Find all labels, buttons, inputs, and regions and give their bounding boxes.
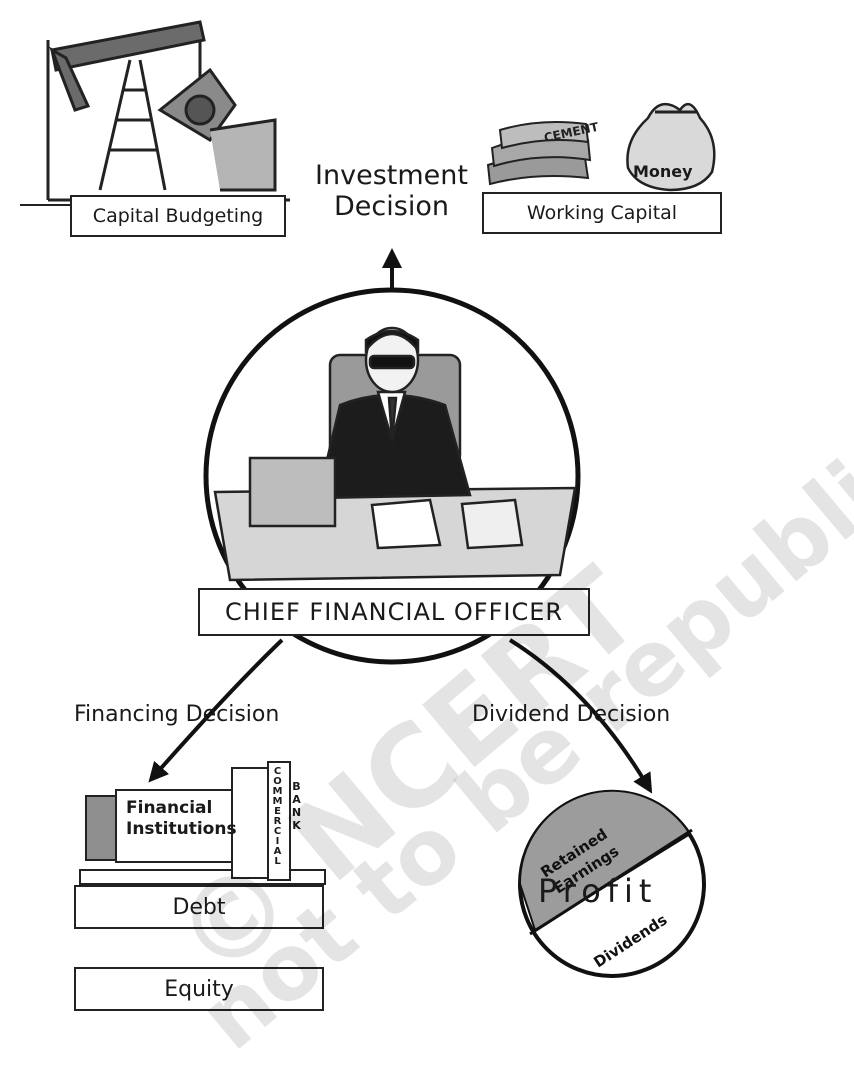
debt-label: Debt [172, 894, 226, 920]
financial-institutions-building [79, 761, 326, 885]
financing-decision-label: Financing Decision [74, 702, 280, 727]
investment-decision-label: Investment Decision [304, 160, 479, 222]
financing-arrow [148, 638, 284, 783]
dividend-arrow [508, 638, 653, 794]
capital-budgeting-box: Capital Budgeting [70, 195, 286, 237]
dividend-decision-label: Dividend Decision [472, 702, 671, 727]
profit-label: Profit [538, 872, 658, 910]
debt-box: Debt [74, 885, 324, 929]
commercial-label: COMMERCIAL [272, 766, 283, 866]
cfo-title-box: CHIEF FINANCIAL OFFICER [198, 588, 590, 636]
oil-pump-illustration [20, 20, 290, 206]
cfo-title: CHIEF FINANCIAL OFFICER [224, 598, 564, 626]
financial-institutions-line1: Financial [126, 798, 213, 818]
investment-decision-line1: Investment [315, 160, 468, 191]
money-bag-illustration [626, 102, 716, 192]
capital-budgeting-label: Capital Budgeting [92, 205, 264, 227]
working-capital-box: Working Capital [482, 192, 722, 234]
equity-box: Equity [74, 967, 324, 1011]
money-bag-label: Money [633, 162, 693, 181]
financial-institutions-line2: Institutions [126, 819, 237, 839]
profit-pie [518, 789, 706, 978]
cement-bags-illustration [486, 121, 592, 186]
decision-diagram: CEMENT Retained Earnings D [20, 20, 716, 978]
investment-decision-line2: Decision [334, 191, 449, 222]
working-capital-label: Working Capital [526, 202, 678, 224]
equity-label: Equity [164, 976, 234, 1002]
financial-institutions-label: Financial Institutions [126, 798, 237, 840]
cfo-illustration [213, 326, 577, 582]
bank-label: BANK [290, 780, 303, 832]
